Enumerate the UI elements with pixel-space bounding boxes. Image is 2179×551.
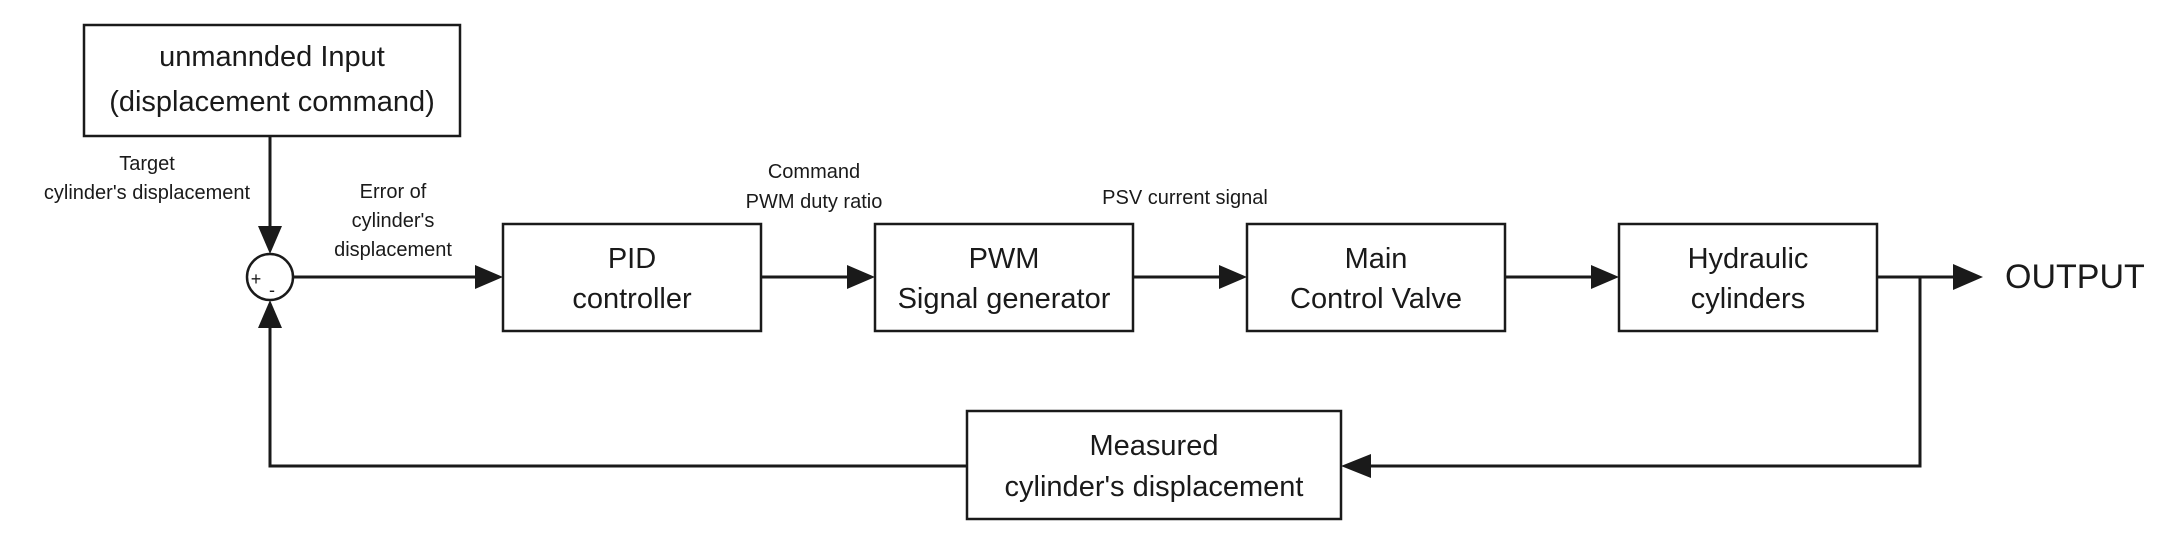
hydraulic-cylinders-title: Hydraulic — [1688, 243, 1809, 275]
feedback-sensor-subtitle: cylinder's displacement — [1005, 471, 1304, 503]
feedback-sensor-block: Measured cylinder's displacement — [965, 409, 1343, 521]
command-arrowhead — [847, 265, 875, 289]
command-signal-label: Command PWM duty ratio — [746, 161, 883, 213]
main-control-valve-title: Main — [1345, 243, 1408, 275]
signal-connections — [258, 136, 1983, 478]
target-label-line1: Target — [119, 153, 175, 175]
feedback-sensor-title: Measured — [1090, 430, 1219, 462]
plus-sign: + — [251, 269, 262, 289]
output-arrowhead — [1953, 264, 1983, 290]
input-block-subtitle: (displacement command) — [109, 86, 435, 118]
main-control-valve-block: Main Control Valve — [1245, 222, 1507, 333]
valve-output-arrowhead — [1591, 265, 1619, 289]
target-label-line2: cylinder's displacement — [44, 182, 251, 204]
summing-junction: + - — [245, 252, 295, 302]
target-signal-label: Target cylinder's displacement — [44, 153, 251, 204]
psv-signal-label: PSV current signal — [1102, 187, 1268, 209]
feedback-branch-line — [1364, 277, 1922, 468]
psv-arrowhead — [1219, 265, 1247, 289]
command-label-line1: Command — [768, 161, 860, 183]
error-arrowhead — [475, 265, 503, 289]
hydraulic-cylinders-block: Hydraulic cylinders — [1617, 222, 1879, 333]
feedback-return-arrowhead — [258, 300, 282, 328]
pid-controller-title: PID — [608, 243, 656, 275]
pwm-generator-block: PWM Signal generator — [873, 222, 1135, 333]
command-label-line2: PWM duty ratio — [746, 191, 883, 213]
output-label: OUTPUT — [2005, 258, 2145, 296]
feedback-return-line — [268, 322, 967, 468]
pwm-generator-subtitle: Signal generator — [898, 283, 1111, 315]
error-label-line3: displacement — [334, 239, 452, 261]
pwm-generator-title: PWM — [969, 243, 1040, 275]
pid-controller-subtitle: controller — [572, 283, 692, 315]
minus-sign: - — [269, 280, 275, 300]
hydraulic-cylinders-subtitle: cylinders — [1691, 283, 1805, 315]
feedback-branch-arrowhead — [1341, 454, 1371, 478]
psv-label-line1: PSV current signal — [1102, 187, 1268, 209]
input-block-title: unmannded Input — [159, 41, 385, 73]
pid-controller-block: PID controller — [501, 222, 763, 333]
main-control-valve-subtitle: Control Valve — [1290, 283, 1462, 315]
error-signal-label: Error of cylinder's displacement — [334, 181, 452, 261]
input-block: unmannded Input (displacement command) — [82, 23, 462, 138]
error-label-line2: cylinder's — [352, 210, 435, 232]
error-label-line1: Error of — [360, 181, 427, 203]
target-arrowhead — [258, 226, 282, 254]
